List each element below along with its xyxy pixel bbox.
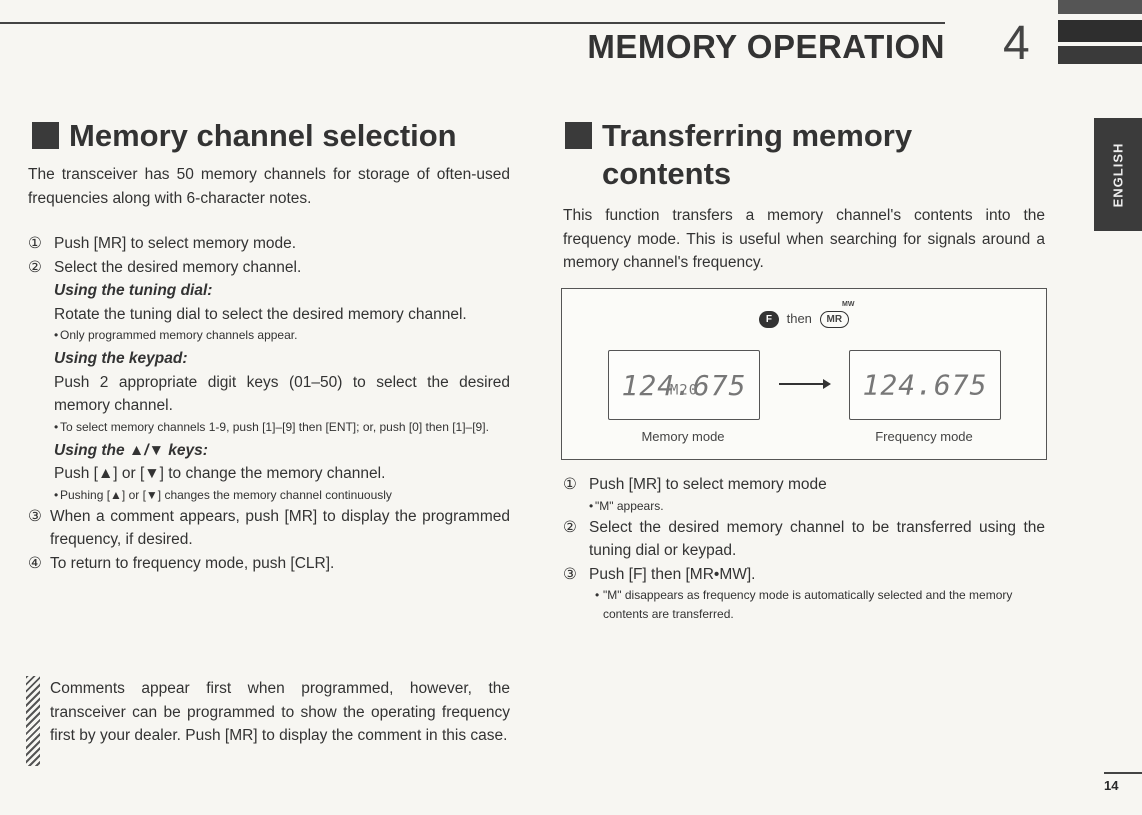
chapter-title: MEMORY OPERATION	[587, 28, 945, 65]
right-intro: This function transfers a memory channel…	[563, 207, 1045, 271]
right-heading-line2: contents	[602, 156, 732, 191]
note-text: Comments appear first when programmed, h…	[50, 680, 510, 744]
left-column: The transceiver has 50 memory channels f…	[28, 163, 510, 575]
header-rule	[0, 22, 945, 24]
edge-bar	[1058, 0, 1142, 14]
bullet-note: •"M" disappears as frequency mode is aut…	[595, 588, 1013, 621]
key-sequence: MW F then MR	[562, 301, 1046, 329]
bullet-note: •To select memory channels 1-9, push [1]…	[54, 419, 489, 434]
sub-text-tuning-dial: Rotate the tuning dial to select the des…	[54, 305, 467, 323]
f-key-icon: F	[758, 311, 779, 329]
left-heading: Memory channel selection	[32, 117, 457, 155]
heading-square-icon	[32, 122, 59, 149]
sub-heading-keypad: Using the keypad:	[54, 350, 188, 367]
language-tab-label: ENGLISH	[1110, 142, 1126, 207]
left-heading-text: Memory channel selection	[69, 118, 457, 153]
page-number: 14	[1104, 772, 1142, 793]
edge-bar	[1058, 20, 1142, 42]
heading-square-icon	[565, 122, 592, 149]
mw-label: MW	[842, 301, 855, 308]
bullet-note: •Only programmed memory channels appear.	[54, 328, 298, 342]
left-intro: The transceiver has 50 memory channels f…	[28, 166, 510, 207]
right-heading: Transferring memory contents	[565, 117, 912, 193]
edge-bar	[1058, 46, 1142, 64]
sub-text-arrow-keys: Push [▲] or [▼] to change the memory cha…	[54, 465, 386, 482]
sub-heading-tuning-dial: Using the tuning dial:	[54, 282, 213, 299]
sub-heading-arrow-keys: Using the ▲/▼ keys:	[54, 441, 208, 459]
right-heading-line1: Transferring memory	[602, 118, 913, 153]
label-frequency-mode: Frequency mode	[875, 429, 973, 444]
note-hatch-icon	[26, 676, 40, 766]
label-memory-mode: Memory mode	[641, 429, 725, 444]
arrow-right-icon	[779, 379, 831, 389]
bullet-note: •"M" appears.	[589, 498, 664, 513]
bullet-note: •Pushing [▲] or [▼] changes the memory c…	[54, 487, 392, 502]
sub-text-keypad: Push 2 appropriate digit keys (01–50) to…	[54, 373, 510, 415]
chapter-number: 4	[1003, 17, 1030, 70]
language-tab: ENGLISH	[1094, 118, 1142, 231]
lcd-frequency-mode: 124.675	[849, 350, 1001, 420]
mr-key-icon: MR	[819, 311, 850, 329]
then-text: then	[786, 311, 812, 326]
